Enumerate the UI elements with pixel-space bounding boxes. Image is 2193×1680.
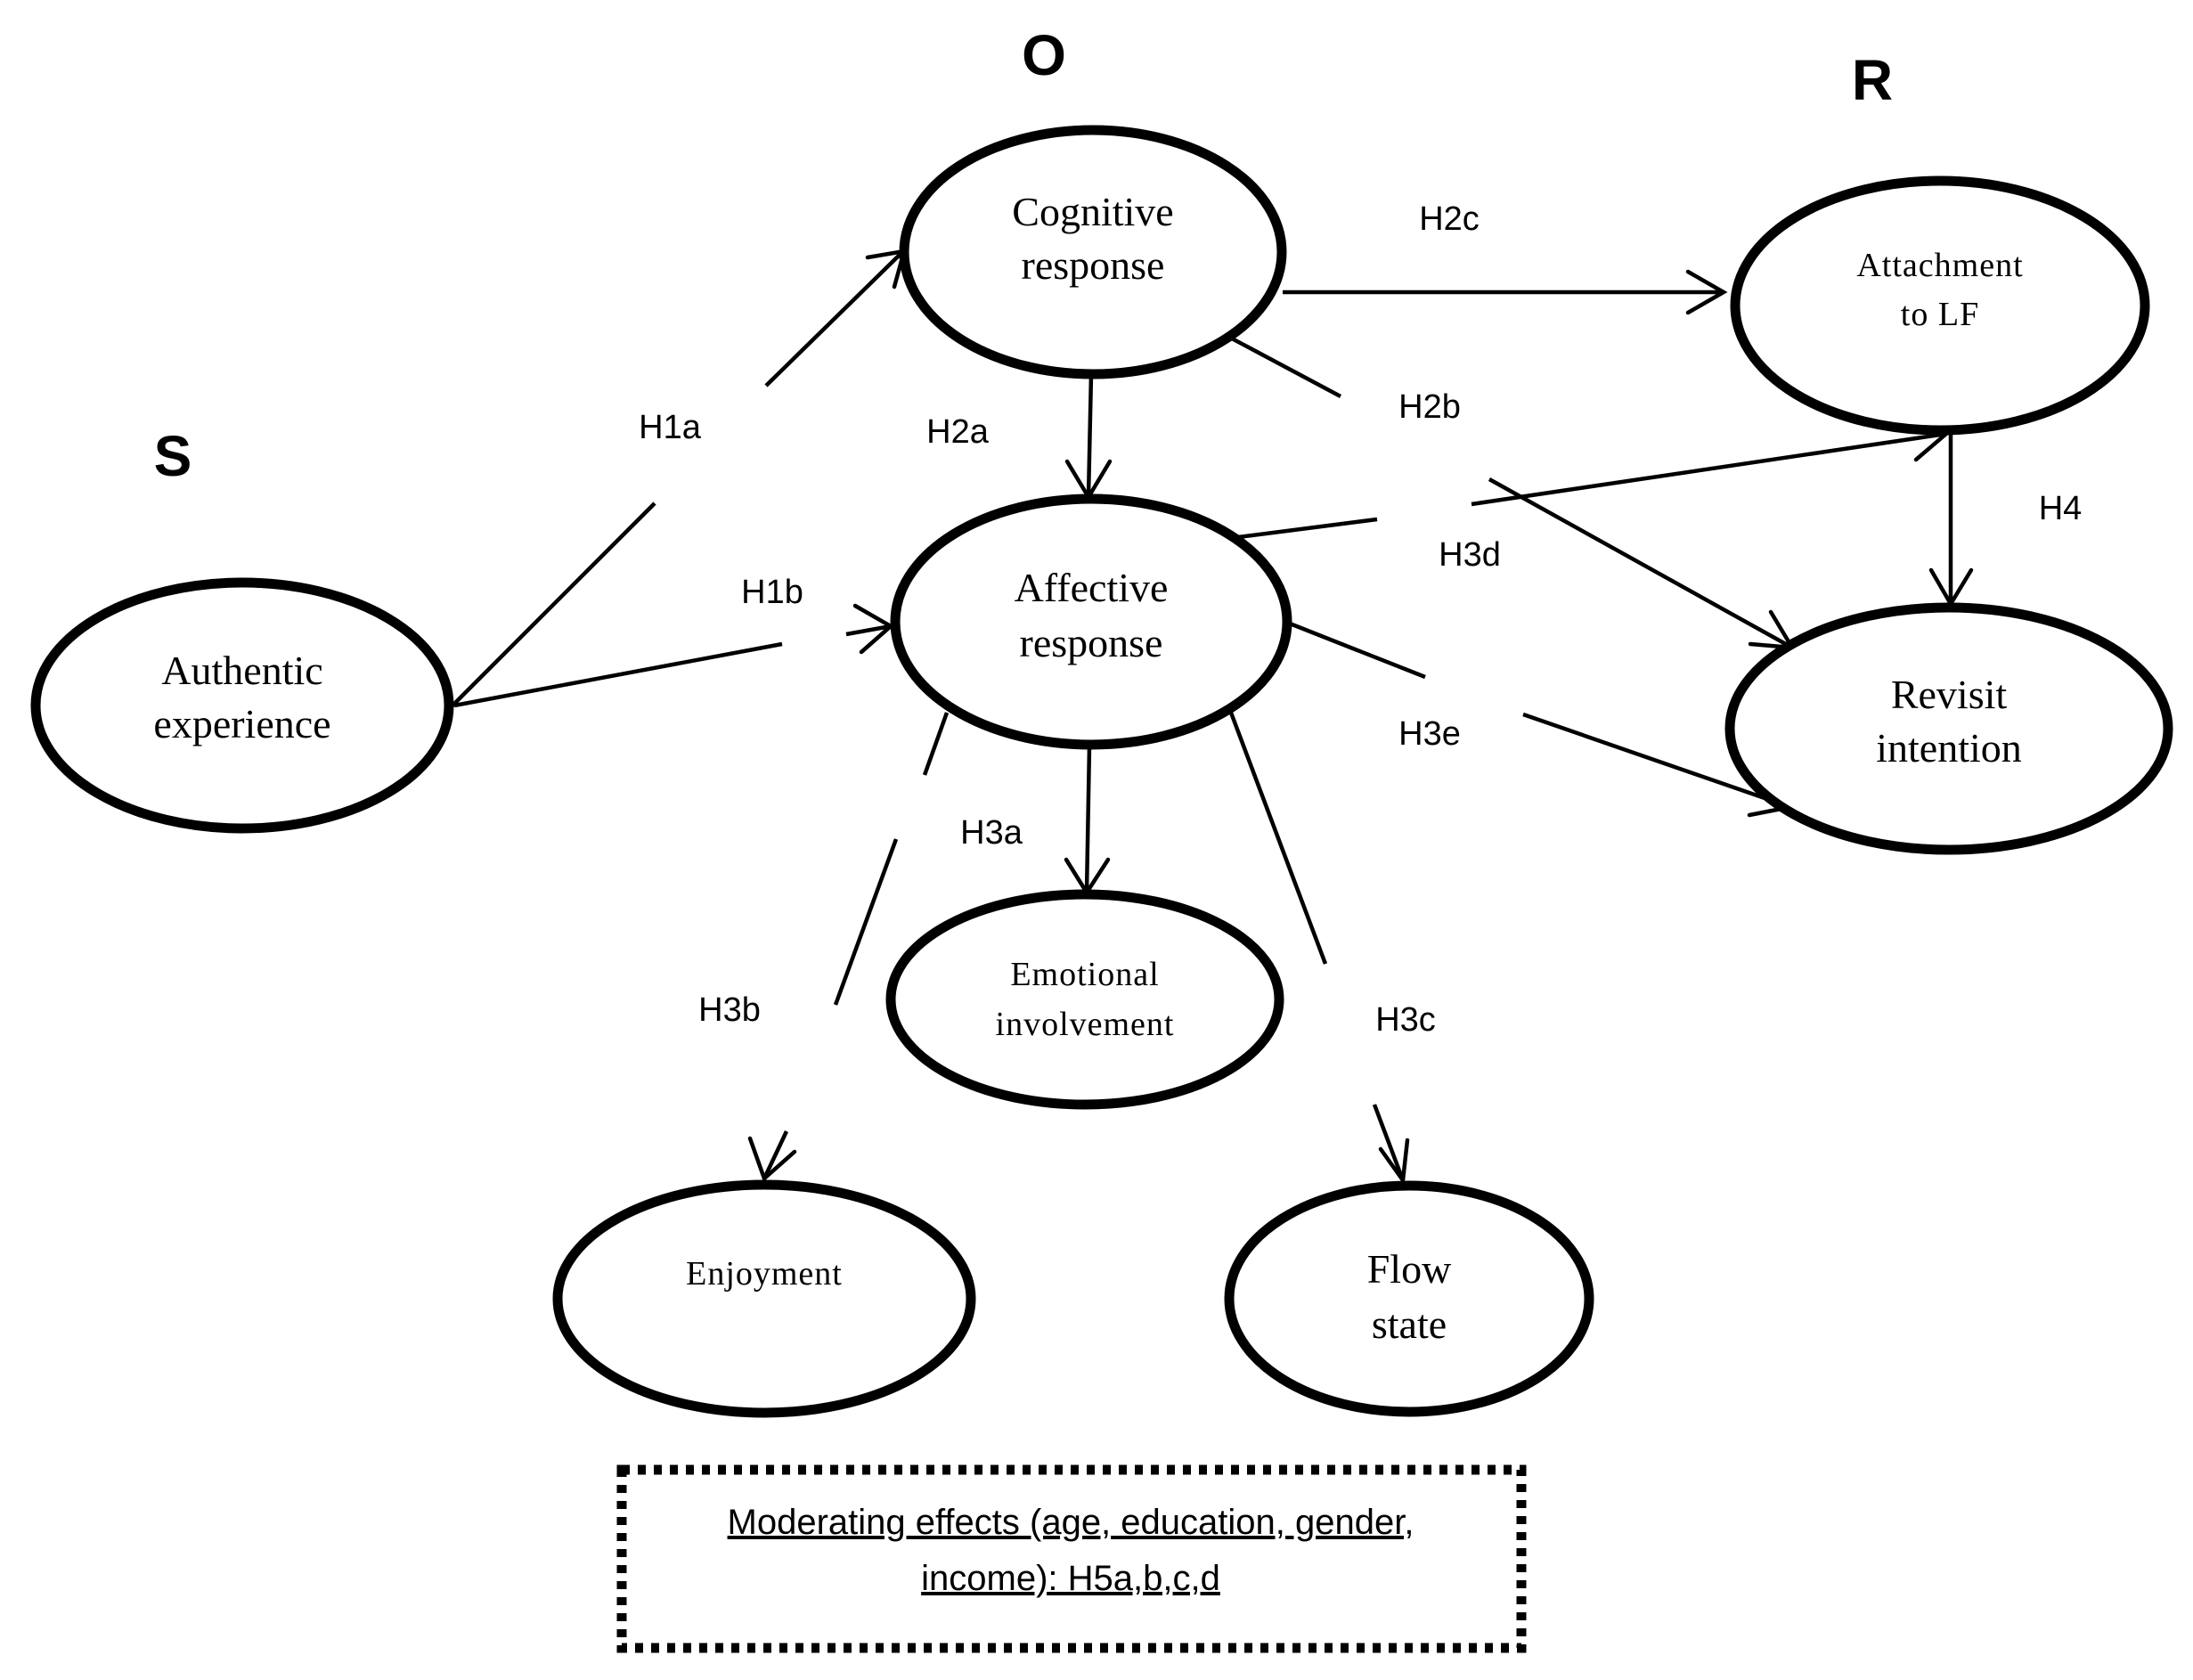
node-flow-state: Flow state — [1224, 1180, 1594, 1417]
edge-h2c — [1283, 269, 1728, 315]
edge-label-h3d: H3d — [1439, 536, 1501, 574]
edge-label-h2a: H2a — [926, 413, 990, 451]
node-enjoyment: Enjoyment — [552, 1179, 976, 1418]
node-cognitive-response: Cognitive response — [899, 125, 1287, 379]
node-label: Emotional — [1010, 956, 1159, 993]
node-label: response — [1022, 242, 1165, 288]
edge-label-h3b: H3b — [698, 991, 761, 1029]
edge-label-h2b: H2b — [1398, 388, 1461, 426]
node-label: Enjoyment — [686, 1255, 843, 1293]
moderating-effects-line-1: Moderating effects (age, education, gend… — [728, 1503, 1414, 1542]
edge-label-h3c: H3c — [1375, 1001, 1436, 1039]
edge-label-h1a: H1a — [639, 409, 702, 446]
edge-h3a — [1064, 746, 1111, 897]
moderating-effects-box: Moderating effects (age, education, gend… — [616, 1464, 1527, 1653]
node-revisit-intention: Revisit intention — [1724, 602, 2173, 855]
node-label: to LF — [1901, 296, 1979, 333]
edge-h3d — [1237, 420, 1951, 540]
edges — [451, 249, 1974, 1187]
stage-label-s: S — [154, 424, 192, 488]
edge-labels: H1a H1b H2a H2b H2c H3a H3b H3c H3d H3e … — [639, 200, 2082, 1039]
node-label: Revisit — [1891, 672, 2008, 717]
edge-h3e — [1289, 621, 1795, 818]
node-label: experience — [153, 701, 330, 746]
edge-label-h3e: H3e — [1398, 715, 1461, 753]
node-label: Flow — [1367, 1246, 1452, 1292]
node-label: intention — [1876, 725, 2022, 771]
node-label: Attachment — [1856, 247, 2023, 284]
node-label: Cognitive — [1012, 189, 1173, 234]
edge-label-h3a: H3a — [960, 814, 1023, 852]
moderating-effects-line-2: income): H5a,b,c,d — [921, 1559, 1220, 1598]
node-attachment-to-lf: Attachment to LF — [1730, 175, 2150, 436]
node-authentic-experience: Authentic experience — [30, 577, 454, 834]
stage-label-o: O — [1022, 23, 1066, 87]
edge-h3c — [1228, 712, 1410, 1187]
node-emotional-involvement: Emotional involvement — [885, 889, 1284, 1110]
edge-h1a — [451, 249, 908, 707]
edge-h1b — [453, 603, 894, 708]
edge-label-h2c: H2c — [1419, 200, 1480, 238]
edge-h2a — [1064, 373, 1113, 502]
node-label: involvement — [996, 1006, 1175, 1043]
edge-h4 — [1928, 435, 1974, 608]
edge-label-h4: H4 — [2039, 490, 2083, 527]
stage-label-r: R — [1852, 48, 1893, 112]
node-label: state — [1372, 1301, 1447, 1347]
node-label: Authentic — [161, 648, 322, 693]
node-label: response — [1020, 620, 1163, 665]
node-affective-response: Affective response — [890, 493, 1292, 750]
node-label: Affective — [1015, 565, 1169, 610]
edge-label-h1b: H1b — [741, 574, 803, 611]
edge-h2b — [1230, 337, 1797, 650]
edge-h3b — [747, 712, 950, 1182]
